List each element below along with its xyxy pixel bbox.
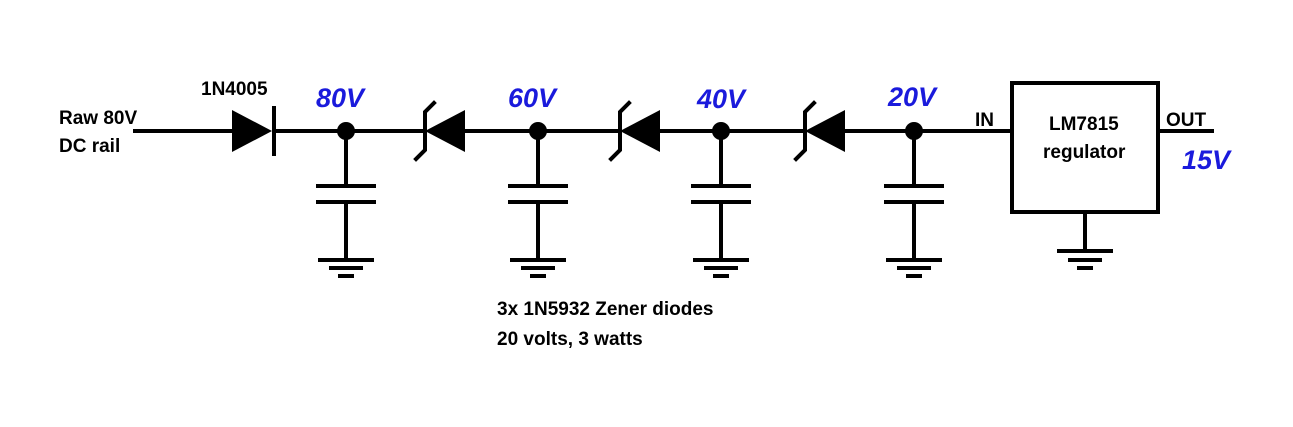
output-voltage-label: 15V (1182, 145, 1232, 175)
zener-body-icon (425, 110, 465, 152)
node-voltage-80v: 80V (316, 83, 366, 113)
zener-cathode-bar (793, 100, 817, 162)
diode-body-icon (232, 110, 272, 152)
ground-icon (1057, 249, 1113, 270)
ground-icon (318, 258, 374, 278)
cap-branch-1 (316, 122, 376, 278)
regulator-name-line1: LM7815 (1049, 114, 1119, 135)
cap-branch-2 (508, 122, 568, 278)
zener-note-line1: 3x 1N5932 Zener diodes (497, 299, 714, 320)
zener-cathode-bar (413, 100, 437, 162)
rectifier-part-label: 1N4005 (201, 79, 268, 100)
zener-body-icon (805, 110, 845, 152)
ground-icon (693, 258, 749, 278)
regulator-in-label: IN (975, 110, 994, 131)
cap-branch-4 (884, 122, 944, 278)
zener-body-icon (620, 110, 660, 152)
node-voltage-40v: 40V (696, 84, 747, 114)
ground-icon (886, 258, 942, 278)
zener-note-line2: 20 volts, 3 watts (497, 329, 643, 350)
cap-branch-3 (691, 122, 751, 278)
rectifier-diode (232, 106, 276, 156)
node-voltage-60v: 60V (508, 83, 558, 113)
ground-icon (510, 258, 566, 278)
zener-diode-1 (413, 100, 465, 162)
input-label-line2: DC rail (59, 136, 120, 157)
regulator-name-line2: regulator (1043, 142, 1126, 163)
input-label-line1: Raw 80V (59, 108, 137, 129)
zener-diode-3 (793, 100, 845, 162)
node-voltage-20v: 20V (887, 82, 938, 112)
zener-diode-2 (608, 100, 660, 162)
regulator-block (1010, 81, 1160, 270)
zener-cathode-bar (608, 100, 632, 162)
regulator-out-label: OUT (1166, 110, 1207, 131)
regulator-box (1010, 81, 1160, 214)
